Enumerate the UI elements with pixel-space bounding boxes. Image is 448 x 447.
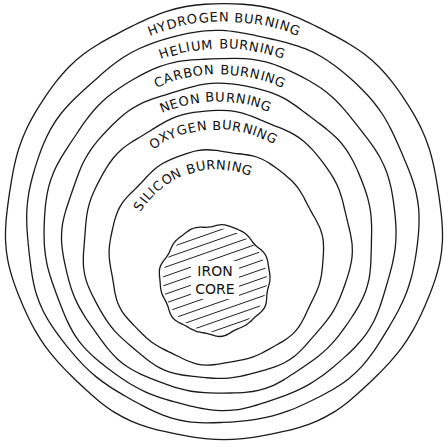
hatching	[160, 177, 270, 441]
shell-label: CARBON BURNING	[151, 62, 289, 91]
hatch-line	[160, 402, 270, 441]
hatch-line	[160, 384, 270, 423]
ring-outline	[27, 30, 419, 423]
ring-outline	[159, 225, 270, 337]
hatch-line	[160, 177, 270, 216]
shell-ring: IRON CORE SILICON BURNING OXYGEN BURNINGNE…	[6, 4, 442, 440]
shell-label: NEON BURNING	[156, 89, 275, 116]
ring-svg	[109, 150, 323, 364]
hatch-line	[160, 204, 270, 243]
shell-ring: IRON CORE SILICON BURNING OXYGEN BURNING	[83, 111, 351, 379]
ring-outline	[109, 150, 323, 365]
hatch-line	[160, 321, 270, 360]
shell-ring: IRON CORE SILICON BURNING OXYGEN BURNINGNE…	[44, 57, 396, 409]
shell-label: HELIUM BURNING	[155, 36, 288, 62]
hatch-line	[160, 366, 270, 405]
shell-ring: IRON CORE SILICON BURNING OXYGEN BURNINGNE…	[26, 31, 418, 423]
hatch-line	[160, 195, 270, 234]
shell-label: HYDROGEN BURNING	[144, 9, 303, 39]
hatch-line	[160, 375, 270, 414]
core-label: IRON CORE	[191, 261, 238, 299]
hatch-line	[160, 348, 270, 387]
shell-label: OXYGEN BURNING	[146, 117, 281, 152]
hatch-line	[160, 312, 270, 351]
hatch-line	[160, 186, 270, 225]
ring-outline	[5, 4, 442, 440]
ring-outline	[44, 58, 396, 410]
shell-ring: IRON CORE SILICON BURNING OXYGEN BURNINGNE…	[63, 84, 373, 394]
hatch-line	[160, 294, 270, 333]
hatch-line	[160, 357, 270, 396]
ring-outline	[61, 83, 371, 393]
ring-outline	[83, 110, 352, 378]
shell-label: SILICON BURNING	[131, 157, 256, 215]
core-circle: IRON CORE	[160, 225, 270, 335]
hatch-line	[160, 393, 270, 432]
shell-ring: IRON CORE SILICON BURNING	[109, 150, 323, 364]
hatch-line	[160, 339, 270, 378]
